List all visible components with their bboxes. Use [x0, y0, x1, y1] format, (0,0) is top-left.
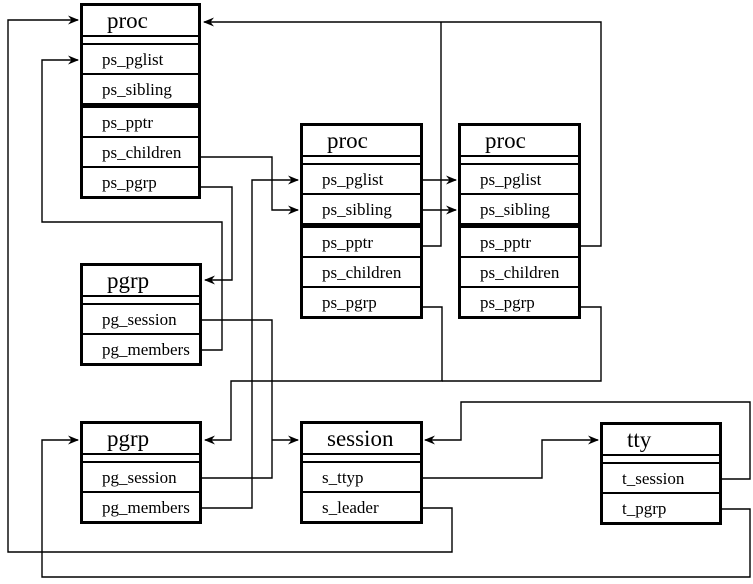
edge-tsession-to-session	[424, 401, 751, 480]
edge-pspgrp-child1-to-pgrpbottom	[204, 306, 443, 445]
edge-pgmembers-bottom-to-child1	[202, 175, 299, 509]
field-s_leader: s_leader	[322, 498, 379, 517]
struct-box-tty: tty t_session t_pgrp	[600, 422, 722, 525]
struct-group-separator	[461, 225, 578, 228]
struct-separator	[83, 455, 199, 463]
field-ps_pptr: ps_pptr	[303, 228, 420, 258]
field-ps_pglist: ps_pglist	[303, 165, 420, 195]
field-ps_pptr: ps_pptr	[461, 228, 578, 258]
field-ps_pptr: ps_pptr	[83, 108, 198, 138]
field-ps_children: ps_children	[303, 258, 420, 288]
struct-box-proc-child1: proc ps_pglist ps_sibling ps_pptr ps_chi…	[300, 123, 423, 319]
edge-pspptr-child1-join	[423, 22, 442, 247]
field-ps_children: ps_children	[83, 138, 198, 168]
field-pg_members: pg_members	[102, 498, 190, 517]
field-pg_members: pg_members	[102, 340, 190, 359]
struct-group-separator	[303, 225, 420, 228]
edge-sttyp-to-tty	[423, 435, 599, 479]
struct-title-pgrp: pgrp	[83, 266, 199, 297]
field-ps_sibling: ps_sibling	[83, 75, 198, 105]
field-ps_pgrp: ps_pgrp	[102, 173, 157, 192]
struct-separator	[303, 157, 420, 165]
edge-pgmembers-top-to-pspglist	[41, 55, 223, 351]
edge-pspptr-child2-to-proc	[203, 17, 602, 247]
field-ps_pgrp: ps_pgrp	[322, 293, 377, 312]
edge-pspgrp-child2-join	[442, 306, 602, 382]
struct-title-proc: proc	[83, 6, 198, 37]
struct-separator	[83, 297, 199, 305]
struct-title-session: session	[303, 424, 420, 455]
field-pg_session: pg_session	[83, 305, 199, 335]
edge-tpgrp-to-pgrpbottom	[41, 435, 751, 578]
field-pg_session: pg_session	[83, 463, 199, 493]
struct-title-tty: tty	[603, 425, 719, 456]
edge-pgsession-trunk	[202, 319, 273, 479]
edge-pschildren-to-child1	[201, 156, 299, 215]
struct-box-pgrp-top: pgrp pg_session pg_members	[80, 263, 202, 366]
struct-box-proc-parent: proc ps_pglist ps_sibling ps_pptr ps_chi…	[80, 3, 201, 199]
struct-separator	[603, 456, 719, 464]
edge-sleader-to-proc	[7, 15, 453, 553]
field-ps_children: ps_children	[461, 258, 578, 288]
struct-title-proc: proc	[303, 126, 420, 157]
field-t_pgrp: t_pgrp	[622, 499, 667, 518]
struct-box-session: session s_ttyp s_leader	[300, 421, 423, 524]
struct-separator	[303, 455, 420, 463]
struct-box-pgrp-bottom: pgrp pg_session pg_members	[80, 421, 202, 524]
field-ps_sibling: ps_sibling	[461, 195, 578, 225]
field-s_ttyp: s_ttyp	[303, 463, 420, 493]
field-ps_pglist: ps_pglist	[461, 165, 578, 195]
edge-pspgrp-parent-to-pgrptop	[201, 186, 233, 285]
struct-separator	[83, 37, 198, 45]
struct-group-separator	[83, 105, 198, 108]
struct-title-pgrp: pgrp	[83, 424, 199, 455]
field-ps_pglist: ps_pglist	[83, 45, 198, 75]
struct-box-proc-child2: proc ps_pglist ps_sibling ps_pptr ps_chi…	[458, 123, 581, 319]
field-ps_sibling: ps_sibling	[303, 195, 420, 225]
field-t_session: t_session	[603, 464, 719, 494]
struct-separator	[461, 157, 578, 165]
field-ps_pgrp: ps_pgrp	[480, 293, 535, 312]
struct-title-proc: proc	[461, 126, 578, 157]
